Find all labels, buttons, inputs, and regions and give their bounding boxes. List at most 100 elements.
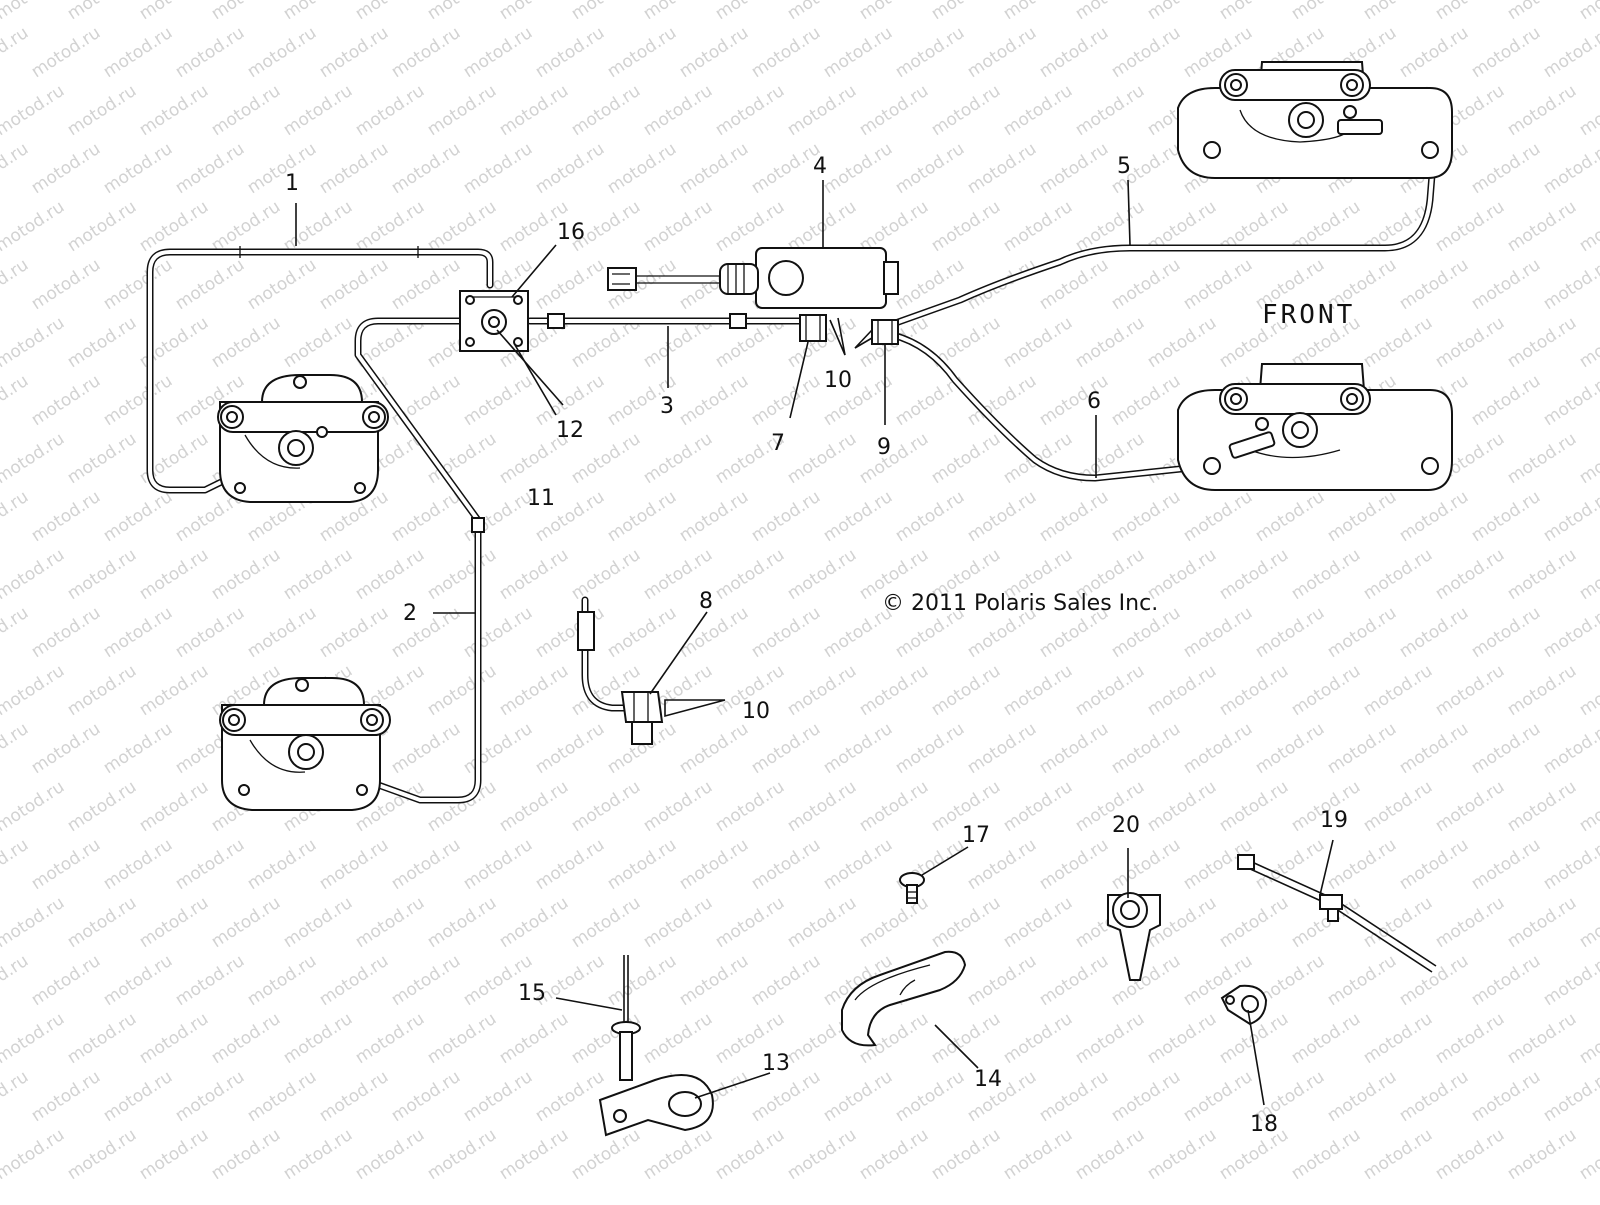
watermark: motod.ru [964,487,1040,546]
watermark: motod.ru [0,1009,68,1068]
watermark: motod.ru [1000,1125,1076,1184]
callout-3: 3 [660,394,674,419]
watermark: motod.ru [1036,719,1112,778]
watermark: motod.ru [640,1009,716,1068]
watermark: motod.ru [0,951,32,1010]
watermark: motod.ru [460,23,536,82]
watermark: motod.ru [1324,835,1400,894]
watermark: motod.ru [784,429,860,488]
watermark: motod.ru [820,139,896,198]
watermark: motod.ru [892,255,968,314]
watermark: motod.ru [1216,545,1292,604]
watermark: motod.ru [1504,197,1580,256]
watermark: motod.ru [532,719,608,778]
watermark: motod.ru [532,603,608,662]
watermark: motod.ru [676,487,752,546]
watermark: motod.ru [496,1125,572,1184]
watermark: motod.ru [748,951,824,1010]
watermark: motod.ru [424,661,500,720]
watermark: motod.ru [1576,1009,1600,1068]
watermark: motod.ru [28,951,104,1010]
watermark: motod.ru [1540,603,1600,662]
watermark: motod.ru [1504,1125,1580,1184]
watermark: motod.ru [172,835,248,894]
watermark: motod.ru [0,139,32,198]
callout-10-lower: 10 [742,699,770,724]
watermark: motod.ru [1252,487,1328,546]
watermark: motod.ru [1000,661,1076,720]
watermark: motod.ru [568,0,644,24]
watermark: motod.ru [1108,255,1184,314]
watermark: motod.ru [820,1067,896,1126]
watermark: motod.ru [0,661,68,720]
watermark: motod.ru [316,951,392,1010]
watermark: motod.ru [28,835,104,894]
watermark: motod.ru [460,139,536,198]
watermark: motod.ru [352,1009,428,1068]
watermark: motod.ru [1504,661,1580,720]
watermark: motod.ru [856,0,932,24]
watermark: motod.ru [640,197,716,256]
callout-9: 9 [877,435,891,460]
watermark: motod.ru [100,1067,176,1126]
callout-2: 2 [403,601,417,626]
watermark: motod.ru [1144,1009,1220,1068]
watermark: motod.ru [316,1067,392,1126]
watermark: motod.ru [28,139,104,198]
p-clamp [598,1074,714,1137]
watermark: motod.ru [316,835,392,894]
watermark: motod.ru [1072,313,1148,372]
watermark: motod.ru [64,545,140,604]
watermark: motod.ru [532,1067,608,1126]
watermark: motod.ru [496,777,572,836]
watermark: motod.ru [496,81,572,140]
watermark: motod.ru [1468,139,1544,198]
watermark: motod.ru [0,487,32,546]
watermark: motod.ru [892,23,968,82]
watermark: motod.ru [244,835,320,894]
push-clip [1107,892,1161,981]
watermark: motod.ru [1540,719,1600,778]
watermark: motod.ru [136,0,212,24]
watermark: motod.ru [532,23,608,82]
watermark: motod.ru [1396,951,1472,1010]
watermark: motod.ru [856,893,932,952]
caliper-rear-lower [219,677,391,811]
watermark: motod.ru [244,255,320,314]
watermark: motod.ru [388,23,464,82]
watermark: motod.ru [1396,603,1472,662]
watermark: motod.ru [676,603,752,662]
caliper-front-upper [1177,61,1453,179]
watermark: motod.ru [0,1067,32,1126]
watermark: motod.ru [1432,1125,1508,1184]
watermark: motod.ru [1360,1009,1436,1068]
watermark: motod.ru [208,313,284,372]
callout-19: 19 [1320,808,1348,833]
watermark: motod.ru [1468,1067,1544,1126]
watermark: motod.ru [64,313,140,372]
watermark: motod.ru [1108,951,1184,1010]
watermark: motod.ru [388,371,464,430]
watermark: motod.ru [1576,313,1600,372]
watermark: motod.ru [1468,951,1544,1010]
watermark: motod.ru [1432,661,1508,720]
watermark: motod.ru [64,0,140,24]
watermark: motod.ru [1396,719,1472,778]
watermark: motod.ru [712,81,788,140]
watermark: motod.ru [136,893,212,952]
watermark: motod.ru [100,23,176,82]
watermark: motod.ru [460,603,536,662]
watermark: motod.ru [208,0,284,24]
watermark: motod.ru [316,23,392,82]
watermark: motod.ru [1504,81,1580,140]
watermark: motod.ru [1576,81,1600,140]
watermark: motod.ru [640,0,716,24]
watermark: motod.ru [604,23,680,82]
watermark: motod.ru [1000,1009,1076,1068]
watermark: motod.ru [820,487,896,546]
watermark: motod.ru [0,0,68,24]
callout-17: 17 [962,823,990,848]
callout-14: 14 [974,1067,1002,1092]
watermark: motod.ru [1180,255,1256,314]
